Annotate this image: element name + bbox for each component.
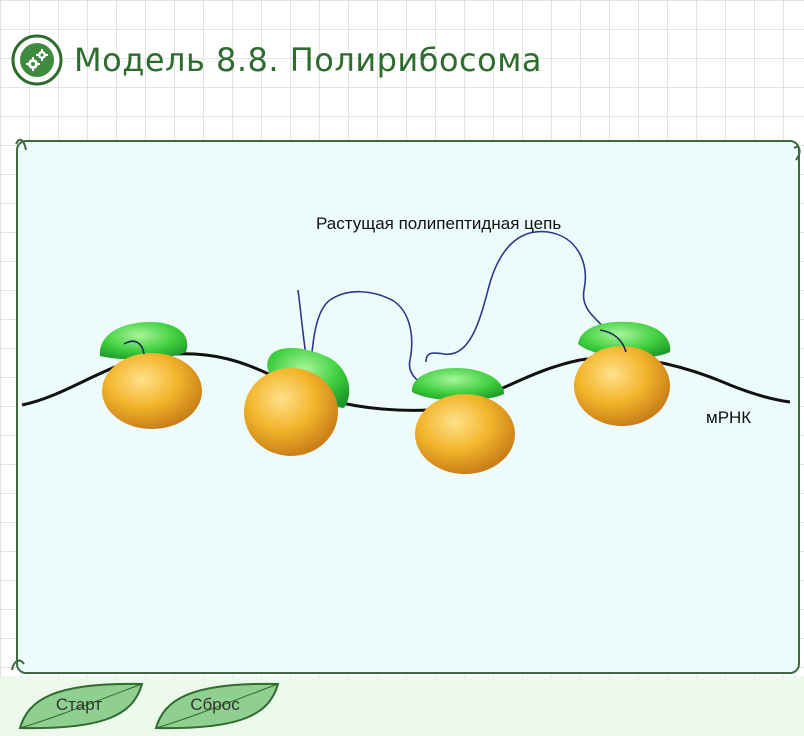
small-subunit <box>99 322 188 360</box>
ribosome-3 <box>411 368 515 474</box>
ribosome-1 <box>99 322 202 429</box>
reset-button[interactable]: Сброс <box>150 678 280 732</box>
polypeptide-chain-label: Растущая полипептидная цепь <box>316 214 562 233</box>
start-button[interactable]: Старт <box>14 678 144 732</box>
header: Модель 8.8. Полирибосома <box>10 30 542 90</box>
gear-leaf-icon <box>11 34 63 86</box>
large-subunit <box>574 346 670 426</box>
mrna-label: мРНК <box>706 408 752 427</box>
panel-curl-decoration <box>11 138 801 671</box>
small-subunit <box>411 368 504 401</box>
ribosome-4 <box>574 321 671 426</box>
page-title: Модель 8.8. Полирибосома <box>74 41 542 79</box>
large-subunit <box>415 394 515 474</box>
reset-button-label: Сброс <box>190 695 240 714</box>
leaf-button-shape <box>154 682 280 730</box>
start-button-label: Старт <box>55 695 103 714</box>
leaf-button-shape <box>18 682 144 730</box>
ribosome-2 <box>244 347 350 456</box>
large-subunit <box>102 353 202 429</box>
large-subunit <box>244 368 338 456</box>
